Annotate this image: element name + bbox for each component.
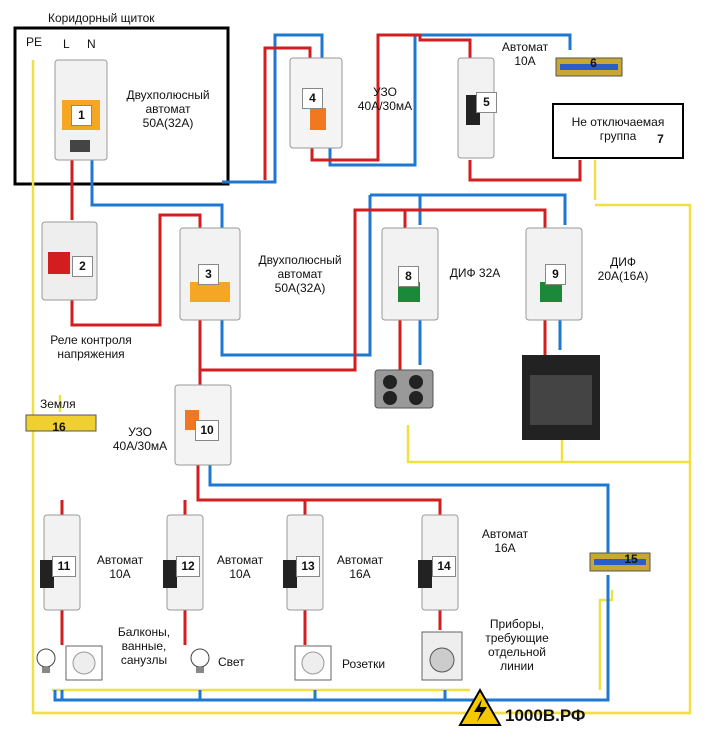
label-device-3: Двухполюсный автомат 50А(32А) — [258, 253, 342, 295]
badge-7: 7 — [657, 132, 664, 146]
panel-frame — [13, 26, 230, 186]
badge-6: 6 — [590, 56, 597, 70]
label-device-16: Земля — [40, 397, 76, 411]
label-device-14: Автомат 16А — [481, 527, 529, 555]
busbar-6 — [555, 57, 623, 77]
device-2-relay — [41, 221, 98, 301]
brand-logo-text: 1000В.РФ — [505, 706, 586, 725]
label-device-11: Автомат 10А — [96, 553, 144, 581]
label-device-2: Реле контроля напряжения — [50, 333, 132, 361]
label-device-5: Автомат 10А — [501, 40, 549, 68]
n-label: N — [87, 37, 96, 51]
label-device-13: Автомат 16А — [336, 553, 384, 581]
label-light: Свет — [218, 655, 245, 669]
badge-4: 4 — [302, 88, 323, 109]
label-sockets: Розетки — [342, 657, 386, 671]
label-device-4: УЗО 40А/30мА — [357, 85, 413, 113]
light-bulb-icon-1 — [36, 648, 56, 673]
busbar-15 — [589, 552, 651, 572]
l-label: L — [63, 37, 70, 51]
phase-wires — [60, 33, 582, 645]
label-balcony-loads: Балконы, ванные, санузлы — [117, 625, 171, 667]
badge-16: 16 — [52, 420, 66, 434]
label-device-8: ДИФ 32А — [449, 266, 501, 280]
socket-icon-1 — [65, 645, 103, 681]
busbar-16 — [25, 414, 97, 432]
badge-3: 3 — [198, 264, 219, 285]
label-device-1: Двухполюсный автомат 50А(32А) — [126, 88, 210, 130]
washing-machine-icon — [421, 631, 463, 681]
label-dedicated-line: Приборы, требующие отдельной линии — [485, 617, 549, 673]
label-device-10: УЗО 40А/30мА — [112, 425, 168, 453]
label-device-9: ДИФ 20А(16А) — [597, 255, 649, 283]
badge-9: 9 — [545, 264, 566, 285]
badge-15: 15 — [624, 552, 638, 566]
badge-1: 1 — [71, 105, 92, 126]
badge-13: 13 — [296, 556, 320, 577]
panel-title: Коридорный щиток — [48, 11, 155, 25]
light-bulb-icon-2 — [190, 648, 210, 673]
badge-10: 10 — [195, 420, 219, 441]
hob-icon — [374, 369, 434, 409]
badge-8: 8 — [398, 266, 419, 287]
ground-wires — [31, 60, 692, 715]
oven-icon — [522, 355, 600, 440]
badge-5: 5 — [476, 92, 497, 113]
warning-sign-icon — [458, 687, 502, 726]
badge-11: 11 — [52, 556, 76, 577]
pe-label: PE — [26, 35, 43, 49]
badge-14: 14 — [432, 556, 456, 577]
neutral-wires — [53, 33, 610, 702]
badge-12: 12 — [176, 556, 200, 577]
label-device-7: Не отключаемая группа — [571, 115, 665, 143]
badge-2: 2 — [72, 256, 93, 277]
label-device-12: Автомат 10А — [216, 553, 264, 581]
socket-icon-2 — [294, 645, 332, 681]
unswitched-group-box — [552, 103, 684, 159]
